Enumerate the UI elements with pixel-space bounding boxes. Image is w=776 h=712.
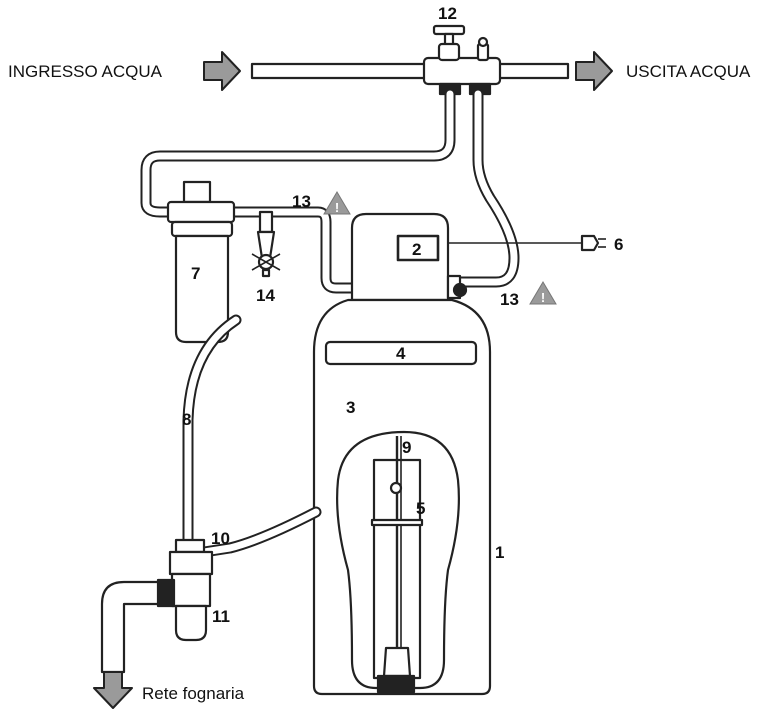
warning-mark: !	[541, 290, 545, 305]
callout-3: 3	[346, 398, 355, 417]
warning-mark: !	[335, 200, 339, 215]
main-water-pipe	[250, 62, 570, 80]
callout-12: 12	[438, 4, 457, 23]
drain-label: Rete fognaria	[142, 684, 245, 703]
outlet-fitting	[446, 274, 468, 300]
outlet-label: USCITA ACQUA	[626, 62, 751, 81]
inlet-hose	[140, 88, 456, 218]
callout-6: 6	[614, 235, 623, 254]
prefilter	[166, 180, 236, 344]
control-panel	[396, 234, 440, 262]
callout-8: 8	[182, 410, 191, 429]
sampling-tap	[251, 210, 281, 278]
bypass-valve	[422, 24, 502, 96]
inlet-label: INGRESSO ACQUA	[8, 62, 163, 81]
callout-13-inlet: 13	[292, 192, 311, 211]
callout-5: 5	[416, 499, 425, 518]
inlet-arrow-icon	[203, 51, 241, 91]
callout-7: 7	[191, 264, 200, 283]
warning-icon: !	[529, 281, 557, 305]
warning-icon: !	[323, 191, 351, 215]
callout-2: 2	[412, 240, 421, 259]
callout-4: 4	[396, 344, 406, 363]
overflow-hose	[182, 314, 242, 548]
callout-1: 1	[495, 543, 504, 562]
filter-to-softener-hose	[226, 206, 358, 294]
callout-13-outlet: 13	[500, 290, 519, 309]
drain-trap	[100, 538, 214, 674]
outlet-arrow-icon	[575, 51, 613, 91]
power-cable	[448, 234, 606, 252]
drain-hose	[198, 506, 322, 558]
salt-lid	[324, 340, 478, 366]
callout-10: 10	[211, 529, 230, 548]
callout-9: 9	[402, 438, 411, 457]
outlet-hose	[450, 88, 520, 288]
drain-arrow-icon	[93, 671, 133, 709]
callout-11: 11	[212, 607, 230, 626]
callout-14: 14	[256, 286, 275, 305]
brine-valve	[370, 436, 424, 694]
